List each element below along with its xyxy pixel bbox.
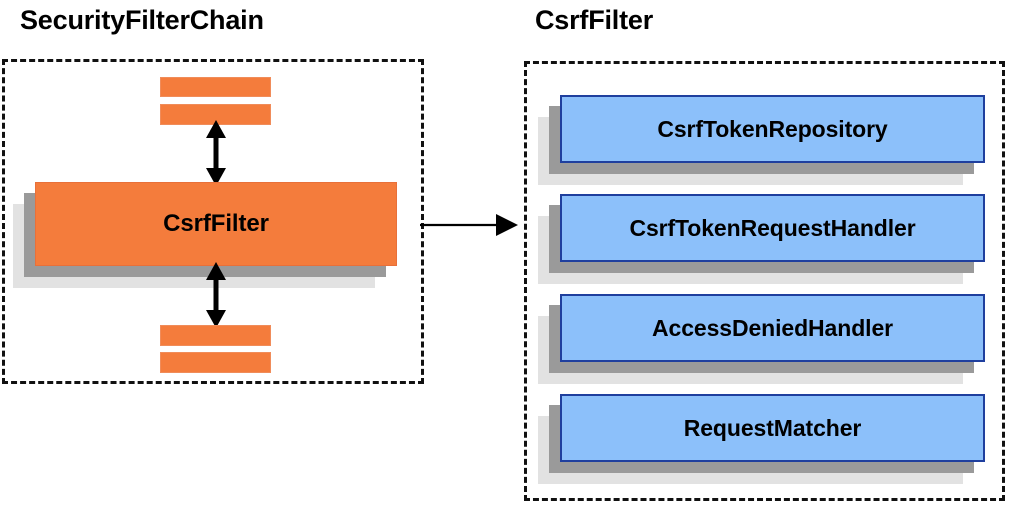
panel-title-security-filter-chain: SecurityFilterChain bbox=[20, 5, 264, 35]
arrow-below-csrffilter bbox=[206, 262, 226, 328]
csrffilter-container bbox=[524, 61, 1005, 501]
panel-title-csrffilter: CsrfFilter bbox=[535, 5, 654, 35]
collaborator-face: RequestMatcher bbox=[560, 394, 985, 462]
collaborator-face: CsrfTokenRepository bbox=[560, 95, 985, 163]
collaborator-label: RequestMatcher bbox=[683, 414, 862, 441]
filter-bar-above-1 bbox=[160, 77, 271, 97]
collaborator-label: CsrfTokenRequestHandler bbox=[629, 214, 916, 241]
arrow-above-csrffilter bbox=[206, 120, 226, 186]
collaborator-label: CsrfTokenRepository bbox=[657, 115, 888, 142]
csrffilter-face: CsrfFilter bbox=[35, 182, 397, 266]
collaborator-face: AccessDeniedHandler bbox=[560, 294, 985, 362]
left-to-right-arrow bbox=[420, 214, 518, 236]
collaborator-csrf-token-request-handler[interactable]: CsrfTokenRequestHandler bbox=[538, 194, 985, 284]
filter-bar-below-2 bbox=[160, 352, 271, 373]
collaborator-label: AccessDeniedHandler bbox=[652, 314, 893, 341]
security-filter-chain-container bbox=[2, 59, 424, 384]
csrffilter-block[interactable]: CsrfFilter bbox=[13, 182, 397, 288]
collaborator-face: CsrfTokenRequestHandler bbox=[560, 194, 985, 262]
csrffilter-label: CsrfFilter bbox=[163, 210, 269, 237]
collaborator-request-matcher[interactable]: RequestMatcher bbox=[538, 394, 985, 484]
collaborator-access-denied-handler[interactable]: AccessDeniedHandler bbox=[538, 294, 985, 384]
filter-bar-below-1 bbox=[160, 325, 271, 346]
collaborator-csrf-token-repository[interactable]: CsrfTokenRepository bbox=[538, 95, 985, 185]
